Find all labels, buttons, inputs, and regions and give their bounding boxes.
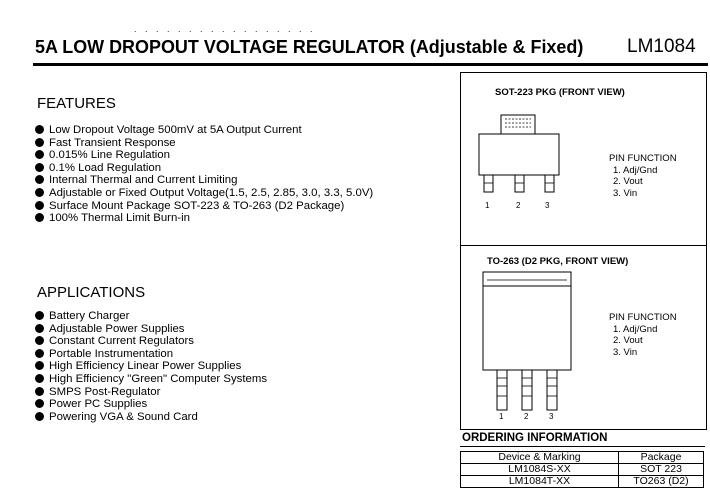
- to263-pin-function: PIN FUNCTION 1. Adj/Gnd 2. Vout 3. Vin: [609, 312, 677, 358]
- table-cell: LM1084S-XX: [460, 463, 619, 476]
- bullet-icon: [35, 187, 44, 197]
- to263-package-drawing: [482, 271, 572, 411]
- list-item: Battery Charger: [35, 310, 267, 323]
- table-cell: SOT 223: [618, 463, 704, 476]
- bullet-icon: [35, 411, 44, 421]
- sot223-package-drawing: [478, 114, 560, 193]
- list-item: High Efficiency "Green" Computer Systems: [35, 373, 267, 386]
- list-item: Power PC Supplies: [35, 398, 267, 411]
- applications-list: Battery Charger Adjustable Power Supplie…: [35, 310, 267, 423]
- bullet-icon: [35, 336, 44, 346]
- table-header-row: Device & Marking Package: [460, 451, 704, 464]
- features-list: Low Dropout Voltage 500mV at 5A Output C…: [35, 124, 373, 225]
- features-heading: FEATURES: [37, 95, 116, 112]
- list-item: 0.015% Line Regulation: [35, 149, 373, 162]
- to263-package-box: TO-263 (D2 PKG, FRONT VIEW) 1 2 3 PIN FU…: [460, 245, 707, 430]
- header-dots-decoration: . . . . . . . . . . . . . . . . .: [134, 24, 316, 34]
- bullet-icon: [35, 361, 44, 371]
- list-item: Surface Mount Package SOT-223 & TO-263 (…: [35, 200, 373, 213]
- list-item: High Efficiency Linear Power Supplies: [35, 360, 267, 373]
- bullet-icon: [35, 348, 44, 358]
- list-item: Constant Current Regulators: [35, 335, 267, 348]
- to263-pin-number: 3: [549, 412, 554, 421]
- title-divider: [33, 63, 708, 66]
- list-item: Portable Instrumentation: [35, 348, 267, 361]
- list-item: Powering VGA & Sound Card: [35, 411, 267, 424]
- sot223-pin-number: 3: [545, 201, 550, 210]
- applications-heading: APPLICATIONS: [37, 284, 146, 301]
- part-number: LM1084: [627, 36, 696, 57]
- table-header-cell: Package: [618, 451, 704, 464]
- bullet-icon: [35, 137, 44, 147]
- bullet-icon: [35, 175, 44, 185]
- table-cell: LM1084T-XX: [460, 475, 619, 488]
- list-item: Low Dropout Voltage 500mV at 5A Output C…: [35, 124, 373, 137]
- bullet-icon: [35, 125, 44, 134]
- sot223-title: SOT-223 PKG (FRONT VIEW): [495, 87, 625, 98]
- bullet-icon: [35, 311, 44, 320]
- ordering-table: Device & Marking Package LM1084S-XX SOT …: [460, 451, 704, 488]
- sot223-package-box: SOT-223 PKG (FRONT VIEW) 1 2 3 PIN FUNCT…: [460, 72, 707, 246]
- bullet-icon: [35, 162, 44, 172]
- list-item: Fast Transient Response: [35, 137, 373, 150]
- table-row: LM1084S-XX SOT 223: [460, 463, 704, 476]
- sot223-pin-number: 2: [516, 201, 521, 210]
- to263-title: TO-263 (D2 PKG, FRONT VIEW): [487, 256, 629, 267]
- ordering-heading: ORDERING INFORMATION: [462, 432, 608, 444]
- bullet-icon: [35, 323, 44, 333]
- bullet-icon: [35, 150, 44, 160]
- list-item: SMPS Post-Regulator: [35, 386, 267, 399]
- table-cell: TO263 (D2): [618, 475, 704, 488]
- list-item: 100% Thermal Limit Burn-in: [35, 212, 373, 225]
- list-item: Adjustable Power Supplies: [35, 323, 267, 336]
- bullet-icon: [35, 213, 44, 223]
- bullet-icon: [35, 373, 44, 383]
- sot223-pin-number: 1: [485, 201, 490, 210]
- list-item: Internal Thermal and Current Limiting: [35, 174, 373, 187]
- list-item: 0.1% Load Regulation: [35, 162, 373, 175]
- bullet-icon: [35, 200, 44, 210]
- list-item: Adjustable or Fixed Output Voltage(1.5, …: [35, 187, 373, 200]
- table-header-cell: Device & Marking: [460, 451, 619, 464]
- sot223-pin-function: PIN FUNCTION 1. Adj/Gnd 2. Vout 3. Vin: [609, 153, 677, 199]
- bullet-icon: [35, 386, 44, 396]
- bullet-icon: [35, 399, 44, 409]
- to263-pin-number: 1: [499, 412, 504, 421]
- ordering-divider: [460, 446, 705, 447]
- table-row: LM1084T-XX TO263 (D2): [460, 475, 704, 488]
- page-title: 5A LOW DROPOUT VOLTAGE REGULATOR (Adjust…: [35, 36, 584, 57]
- to263-pin-number: 2: [524, 412, 529, 421]
